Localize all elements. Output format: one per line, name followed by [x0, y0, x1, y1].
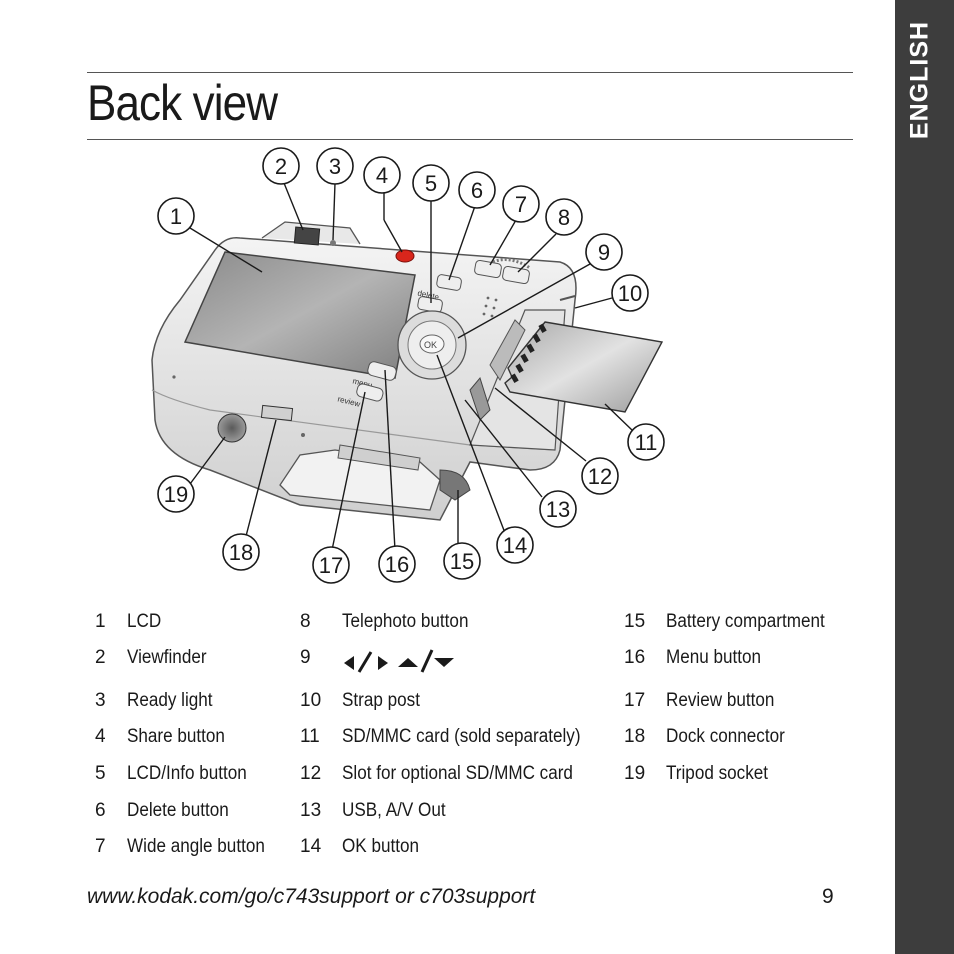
- callout-1: 1: [157, 197, 195, 235]
- callout-11: 11: [627, 423, 665, 461]
- support-url-link[interactable]: www.kodak.com/go/c743support or c703supp…: [87, 885, 536, 908]
- callout-10: 10: [611, 274, 649, 312]
- svg-text:12: 12: [588, 464, 612, 489]
- callout-14: 14: [496, 526, 534, 564]
- ok-label: OK: [424, 340, 437, 350]
- four-way-controller[interactable]: OK: [397, 310, 467, 380]
- callout-9: 9: [585, 233, 623, 271]
- callout-markers: 1 2 3 4 5 6 7 8 9 10 11 12 13 14 15 16 1…: [157, 147, 665, 584]
- telephoto-button[interactable]: [502, 265, 530, 285]
- title-rule-top: [87, 72, 853, 73]
- share-button[interactable]: [395, 249, 415, 263]
- ok-button[interactable]: [419, 334, 445, 354]
- svg-text:8: 8: [558, 205, 570, 230]
- callout-6: 6: [458, 171, 496, 209]
- callout-18: 18: [222, 533, 260, 571]
- lcd-screen: [183, 251, 416, 379]
- dock-door-flap: [279, 444, 471, 511]
- svg-text:4: 4: [376, 163, 388, 188]
- ready-light: [330, 240, 336, 246]
- svg-text:19: 19: [164, 482, 188, 507]
- dock-connector: [260, 404, 294, 422]
- control-buttons: delete OK menu review: [337, 258, 531, 409]
- callout-8: 8: [545, 198, 583, 236]
- svg-text:7: 7: [515, 192, 527, 217]
- svg-text:17: 17: [319, 553, 343, 578]
- svg-text:9: 9: [598, 240, 610, 265]
- page-number: 9: [822, 885, 834, 908]
- svg-text:5: 5: [425, 171, 437, 196]
- callout-leaders: [189, 182, 634, 551]
- svg-text:16: 16: [385, 552, 409, 577]
- callout-16: 16: [378, 545, 416, 583]
- callout-4: 4: [363, 156, 401, 194]
- page-title: Back view: [87, 75, 278, 131]
- callout-17: 17: [312, 546, 350, 584]
- callout-2: 2: [262, 147, 300, 185]
- callout-5: 5: [412, 164, 450, 202]
- nav-arrow-icons: [342, 648, 456, 674]
- svg-text:18: 18: [229, 540, 253, 565]
- speaker-holes: [482, 296, 498, 318]
- svg-text:1: 1: [170, 204, 182, 229]
- svg-text:10: 10: [618, 281, 642, 306]
- callout-19: 19: [157, 475, 195, 513]
- callout-13: 13: [539, 490, 577, 528]
- callout-15: 15: [443, 542, 481, 580]
- language-side-tab: [895, 0, 954, 954]
- callout-3: 3: [316, 147, 354, 185]
- callout-12: 12: [581, 457, 619, 495]
- svg-text:11: 11: [635, 430, 658, 455]
- legend-item-9: 9: [300, 646, 456, 674]
- svg-text:6: 6: [471, 178, 483, 203]
- title-rule-bottom: [87, 139, 853, 140]
- wide-angle-button[interactable]: [474, 259, 502, 279]
- svg-text:3: 3: [329, 154, 341, 179]
- svg-text:13: 13: [546, 497, 570, 522]
- callout-7: 7: [502, 185, 540, 223]
- viewfinder-window: [293, 226, 321, 246]
- arrow-up-down-icon: [398, 649, 454, 673]
- sd-card: [504, 321, 664, 413]
- tripod-socket: [217, 413, 247, 443]
- language-tab-label: ENGLISH: [905, 20, 934, 140]
- arrow-left-right-icon: [344, 651, 388, 673]
- svg-text:14: 14: [503, 533, 527, 558]
- menu-button[interactable]: [367, 361, 398, 382]
- camera-back-view-diagram: delete OK menu review: [151, 147, 665, 584]
- svg-text:2: 2: [275, 154, 287, 179]
- svg-text:15: 15: [450, 549, 474, 574]
